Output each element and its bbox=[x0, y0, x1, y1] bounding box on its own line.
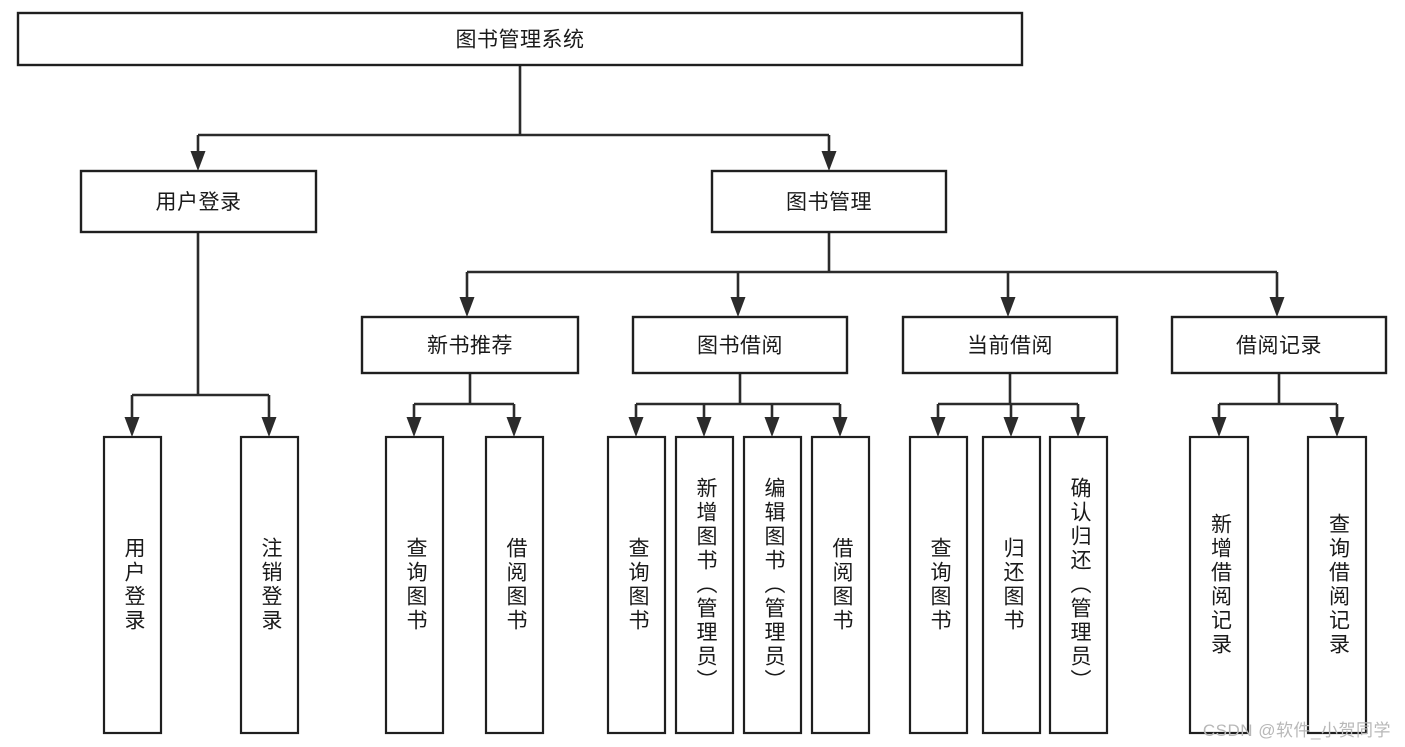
node-leaf-query-record[interactable] bbox=[1306, 435, 1368, 735]
node-rect bbox=[239, 435, 300, 735]
node-leaf-query-book-2[interactable] bbox=[606, 435, 667, 735]
connector-user-login-to-leaves bbox=[124, 232, 277, 437]
node-leaf-add-book[interactable] bbox=[674, 435, 735, 735]
node-rect bbox=[360, 315, 580, 375]
node-book-borrow[interactable]: 图书借阅 bbox=[631, 315, 849, 375]
node-current-borrow[interactable]: 当前借阅 bbox=[901, 315, 1119, 375]
node-leaf-logout[interactable] bbox=[239, 435, 300, 735]
node-rect bbox=[1048, 435, 1109, 735]
node-rect bbox=[674, 435, 735, 735]
connector-arrowhead-icon bbox=[1269, 297, 1285, 317]
node-label: 当前借阅 bbox=[967, 335, 1053, 358]
node-rect bbox=[908, 435, 969, 735]
connector-arrowhead-icon bbox=[261, 417, 277, 437]
connector-arrowhead-icon bbox=[930, 417, 946, 437]
connector-arrowhead-icon bbox=[1329, 417, 1345, 437]
connector-arrowhead-icon bbox=[821, 151, 837, 171]
node-label: 用户登录 bbox=[156, 191, 242, 214]
node-rect bbox=[742, 435, 803, 735]
node-label: 图书管理系统 bbox=[456, 29, 585, 52]
node-leaf-borrow-book-1[interactable] bbox=[484, 435, 545, 735]
node-leaf-add-record[interactable] bbox=[1188, 435, 1250, 735]
connector-arrowhead-icon bbox=[832, 417, 848, 437]
connector-recommend-to-leaves bbox=[406, 373, 522, 437]
node-rect bbox=[606, 435, 667, 735]
connector-arrowhead-icon bbox=[1070, 417, 1086, 437]
node-rect bbox=[810, 435, 871, 735]
connector-arrowhead-icon bbox=[1211, 417, 1227, 437]
node-leaf-query-book-1[interactable] bbox=[384, 435, 445, 735]
node-rect bbox=[384, 435, 445, 735]
node-rect bbox=[1188, 435, 1250, 735]
node-label: 图书借阅 bbox=[697, 335, 783, 358]
node-label: 新书推荐 bbox=[427, 335, 513, 358]
connector-arrowhead-icon bbox=[1003, 417, 1019, 437]
node-rect bbox=[1170, 315, 1388, 375]
node-rect bbox=[16, 11, 1024, 67]
node-root-system[interactable]: 图书管理系统 bbox=[16, 11, 1024, 67]
node-rect bbox=[484, 435, 545, 735]
connector-arrowhead-icon bbox=[764, 417, 780, 437]
node-leaf-query-book-3[interactable] bbox=[908, 435, 969, 735]
node-leaf-confirm-return[interactable] bbox=[1048, 435, 1109, 735]
node-rect bbox=[981, 435, 1042, 735]
node-leaf-edit-book[interactable] bbox=[742, 435, 803, 735]
connector-arrowhead-icon bbox=[1000, 297, 1016, 317]
node-label: 借阅记录 bbox=[1236, 335, 1322, 358]
node-rect bbox=[901, 315, 1119, 375]
node-rect bbox=[710, 169, 948, 234]
connector-borrow-to-leaves bbox=[628, 373, 848, 437]
watermark-text: CSDN @软件_小贺同学 bbox=[1202, 721, 1391, 740]
connector-arrowhead-icon bbox=[124, 417, 140, 437]
node-rect bbox=[102, 435, 163, 735]
node-leaf-borrow-book-2[interactable] bbox=[810, 435, 871, 735]
node-user-login[interactable]: 用户登录 bbox=[79, 169, 318, 234]
connector-arrowhead-icon bbox=[506, 417, 522, 437]
connector-arrowhead-icon bbox=[190, 151, 206, 171]
connector-record-to-leaves bbox=[1211, 373, 1345, 437]
connector-current-to-leaves bbox=[930, 373, 1086, 437]
node-rect bbox=[1306, 435, 1368, 735]
connector-arrowhead-icon bbox=[459, 297, 475, 317]
node-new-book-recommend[interactable]: 新书推荐 bbox=[360, 315, 580, 375]
connector-root-to-level2 bbox=[190, 65, 837, 171]
node-rect bbox=[631, 315, 849, 375]
node-borrow-record[interactable]: 借阅记录 bbox=[1170, 315, 1388, 375]
node-leaf-user-login[interactable] bbox=[102, 435, 163, 735]
connector-arrowhead-icon bbox=[730, 297, 746, 317]
node-leaf-return-book[interactable] bbox=[981, 435, 1042, 735]
node-book-manage[interactable]: 图书管理 bbox=[710, 169, 948, 234]
node-label: 图书管理 bbox=[786, 191, 872, 214]
connector-arrowhead-icon bbox=[406, 417, 422, 437]
connector-arrowhead-icon bbox=[696, 417, 712, 437]
node-rect bbox=[79, 169, 318, 234]
connector-arrowhead-icon bbox=[628, 417, 644, 437]
connector-book-manage-to-level3 bbox=[459, 232, 1285, 317]
